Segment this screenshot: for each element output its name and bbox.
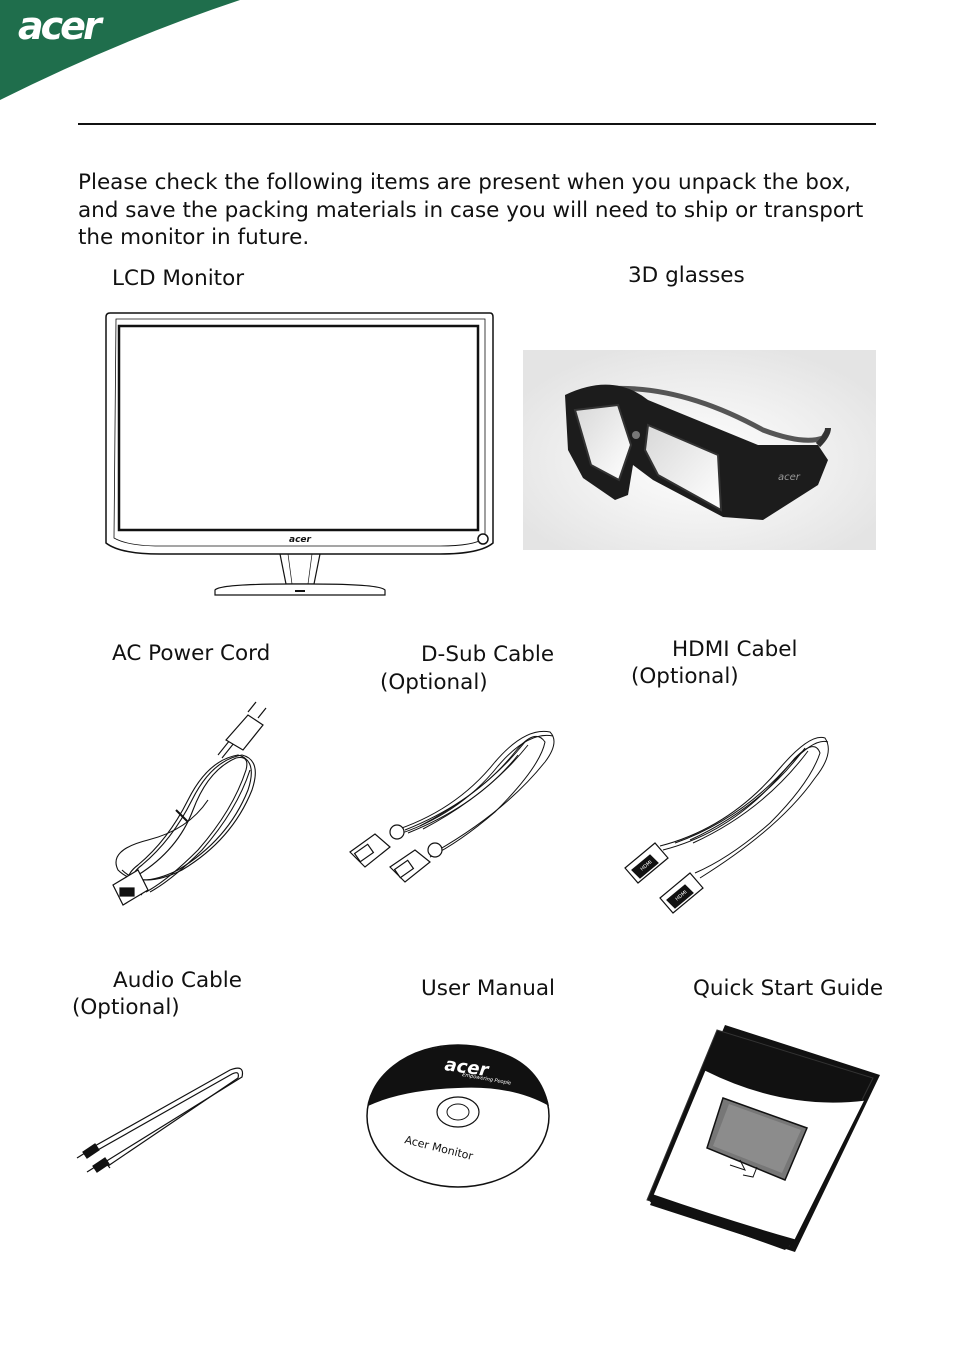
label-user-manual: User Manual [421,976,555,1001]
intro-paragraph: Please check the following items are pre… [78,170,864,250]
glasses-logo-text: acer [778,472,801,483]
label-hdmi-optional: (Optional) [631,664,739,689]
label-lcd-monitor: LCD Monitor [112,266,245,291]
label-audio-optional: (Optional) [72,995,180,1020]
3d-glasses-image: acer [523,350,876,550]
label-audio-cable: Audio Cable [113,968,242,993]
lcd-monitor-image: acer [105,312,494,596]
monitor-logo-text: acer [289,535,312,545]
dsub-cable-image [349,730,555,883]
label-dsub-cable: D-Sub Cable [421,642,555,667]
header-rule [78,123,876,125]
label-3d-glasses: 3D glasses [628,263,745,288]
label-hdmi-cable: HDMI Cabel [672,637,798,662]
audio-cable-image [76,1067,244,1173]
acer-logo: acer [18,4,102,48]
label-dsub-optional: (Optional) [380,670,488,695]
quick-start-guide-image: acer [646,1025,880,1252]
user-manual-cd-image: acer Empowering People Acer Monitor [366,1044,550,1188]
label-quick-start-guide: Quick Start Guide [693,976,884,1001]
label-ac-power-cord: AC Power Cord [112,641,271,666]
header-banner [0,0,240,100]
ac-power-cord-image [112,701,267,906]
hdmi-cable-image: HDMI HDMI [624,736,829,914]
